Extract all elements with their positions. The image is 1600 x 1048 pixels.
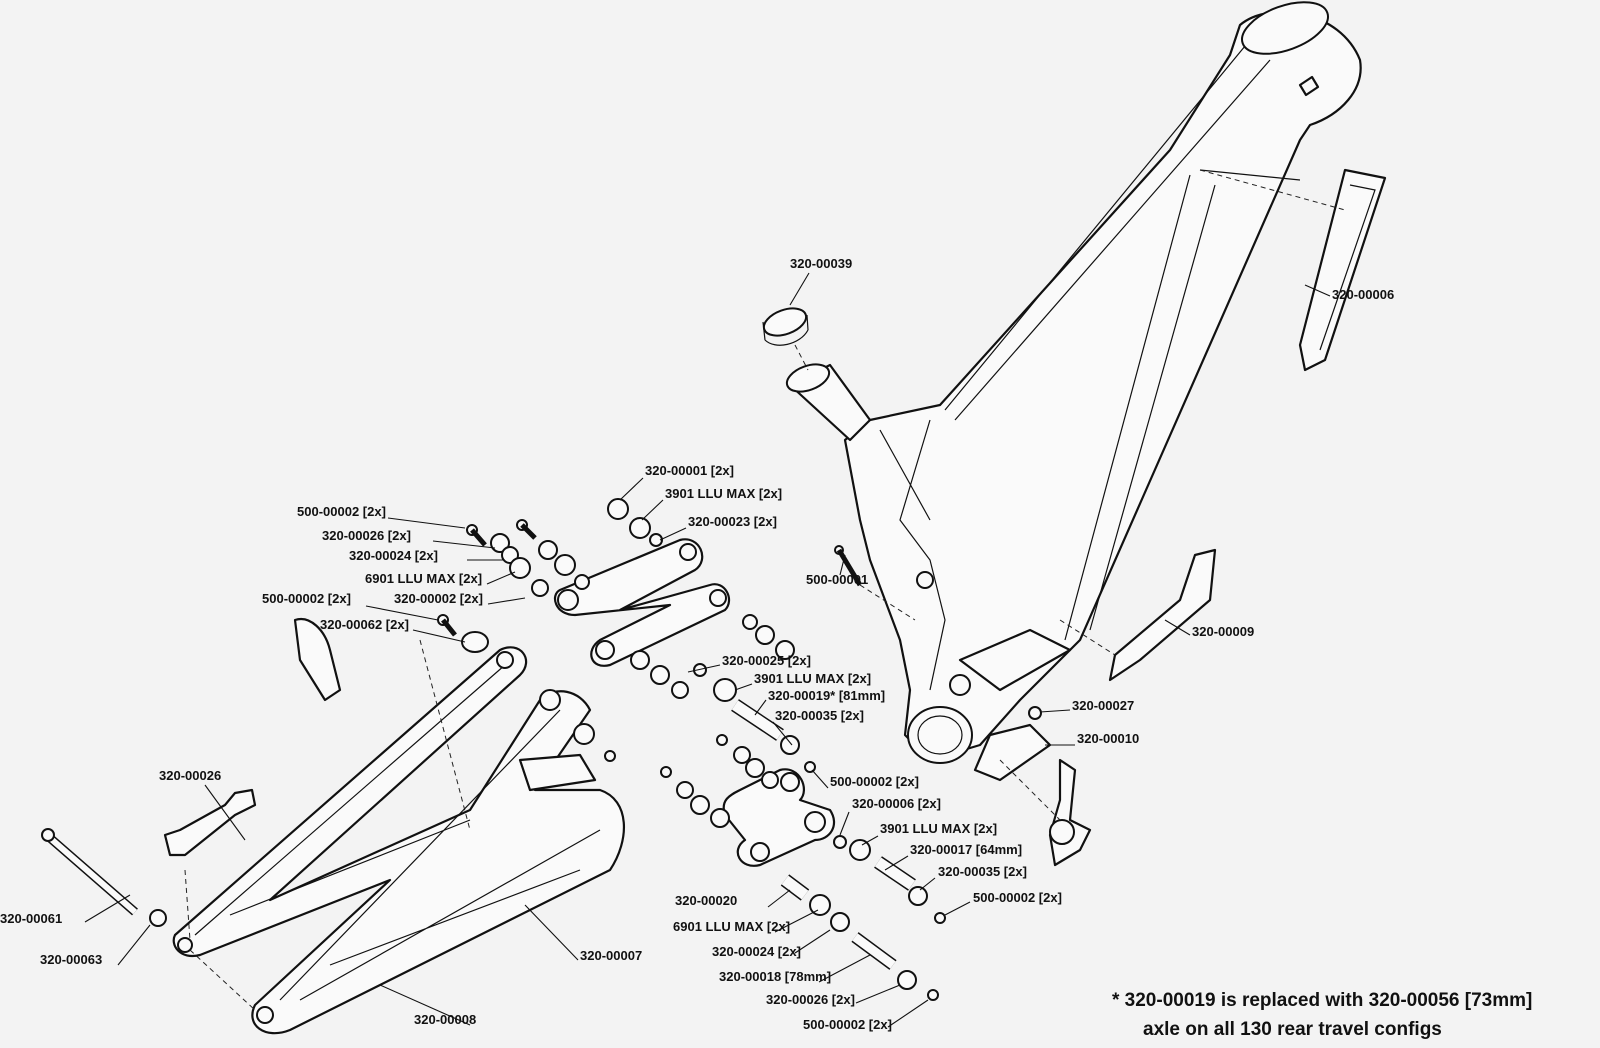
label-320-00006-2x: 320-00006 [2x]	[852, 796, 941, 811]
downtube-guard	[1199, 168, 1387, 372]
label-320-00007: 320-00007	[580, 948, 642, 963]
upper-link	[553, 538, 731, 667]
label-6901-llu-max: 6901 LLU MAX [2x]	[365, 571, 482, 586]
label-320-00002: 320-00002 [2x]	[394, 591, 483, 606]
label-320-00035: 320-00035 [2x]	[938, 864, 1027, 879]
label-320-00026: 320-00026 [2x]	[322, 528, 411, 543]
label-320-00063: 320-00063	[40, 952, 102, 967]
label-320-00039: 320-00039	[790, 256, 852, 271]
label-320-00008: 320-00008	[414, 1012, 476, 1027]
label-320-00010: 320-00010	[1077, 731, 1139, 746]
label-500-00002: 500-00002 [2x]	[262, 591, 351, 606]
label-320-00017: 320-00017 [64mm]	[910, 842, 1022, 857]
chain-guide	[973, 723, 1092, 867]
label-320-00024: 320-00024 [2x]	[349, 548, 438, 563]
label-320-00019: 320-00019* [81mm]	[768, 688, 885, 703]
label-320-00020: 320-00020	[675, 893, 737, 908]
label-320-00001: 320-00001 [2x]	[645, 463, 734, 478]
label-3901-llu-max: 3901 LLU MAX [2x]	[880, 821, 997, 836]
label-320-00025: 320-00025 [2x]	[722, 653, 811, 668]
label-3901-llu-max: 3901 LLU MAX [2x]	[665, 486, 782, 501]
label-6901-llu-max: 6901 LLU MAX [2x]	[673, 919, 790, 934]
label-500-00002: 500-00002 [2x]	[830, 774, 919, 789]
label-320-00062: 320-00062 [2x]	[320, 617, 409, 632]
label-3901-llu-max: 3901 LLU MAX [2x]	[754, 671, 871, 686]
main-frame	[843, 1, 1362, 764]
label-320-00024: 320-00024 [2x]	[712, 944, 801, 959]
label-500-00002: 500-00002 [2x]	[297, 504, 386, 519]
chainstay-guard	[1059, 548, 1217, 682]
footnote-line-1: * 320-00019 is replaced with 320-00056 […	[1112, 990, 1532, 1011]
label-500-00001: 500-00001	[806, 572, 868, 587]
label-320-00009: 320-00009	[1192, 624, 1254, 639]
label-320-00018: 320-00018 [78mm]	[719, 969, 831, 984]
label-320-00023: 320-00023 [2x]	[688, 514, 777, 529]
seat-tube	[762, 307, 872, 442]
lower-link	[722, 768, 836, 867]
label-320-00027: 320-00027	[1072, 698, 1134, 713]
footnote-line-2: axle on all 130 rear travel configs	[1143, 1019, 1442, 1040]
brake-mount	[163, 788, 257, 857]
chainstay-protector	[293, 617, 342, 702]
label-320-00026: 320-00026 [2x]	[766, 992, 855, 1007]
label-500-00002: 500-00002 [2x]	[803, 1017, 892, 1032]
label-320-00035: 320-00035 [2x]	[775, 708, 864, 723]
leader-lines	[84, 272, 1331, 1028]
part-labels: 320-00039 320-00006 320-00001 [2x] 3901 …	[0, 256, 1394, 1032]
rear-axle	[41, 828, 167, 927]
label-320-00026-mount: 320-00026	[159, 768, 221, 783]
label-500-00002: 500-00002 [2x]	[973, 890, 1062, 905]
label-320-00006: 320-00006	[1332, 287, 1394, 302]
rear-swingarm	[172, 639, 626, 1035]
hardware	[437, 498, 1042, 1001]
label-320-00061: 320-00061	[0, 911, 62, 926]
